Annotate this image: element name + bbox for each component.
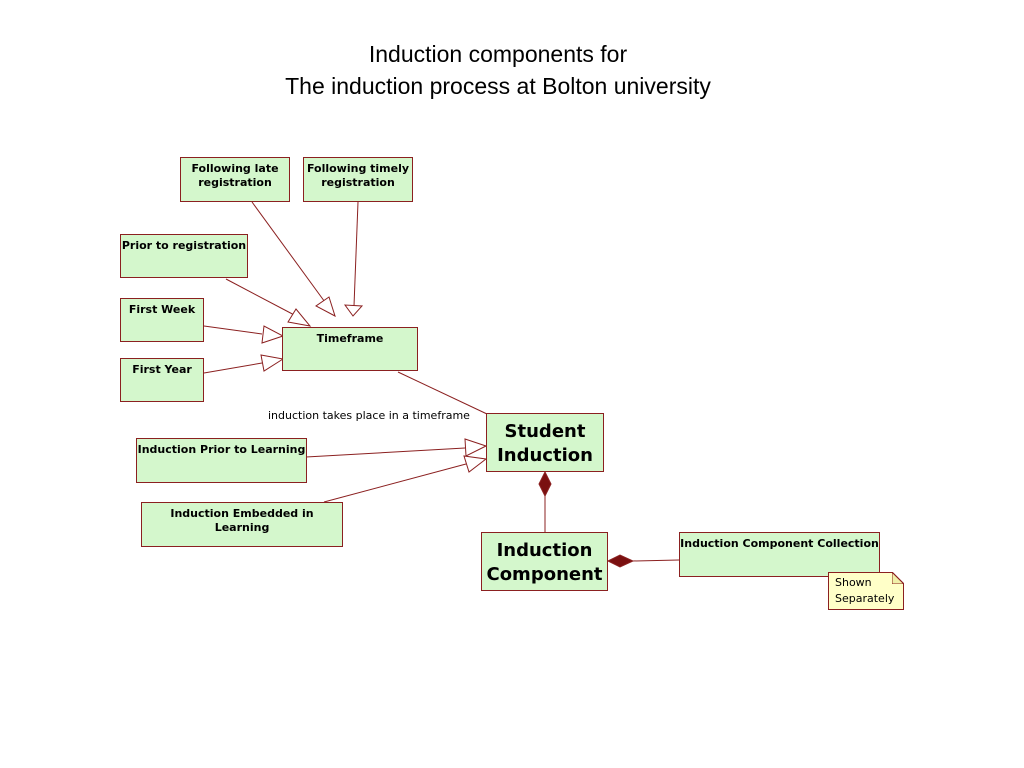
- composition-diamond-induction-component: [606, 554, 635, 568]
- box-induction-component-collection[interactable]: Induction Component Collection: [679, 532, 880, 577]
- note-shown-separately-text: Shown Separately: [835, 576, 895, 605]
- box-induction-embedded-in-learning-label: Induction Embedded in Learning: [170, 507, 314, 534]
- generalization-prior-to-learning: [305, 447, 466, 458]
- diagram-title: Induction components for The induction p…: [0, 38, 996, 102]
- box-prior-to-registration-label: Prior to registration: [121, 239, 247, 252]
- box-student-induction-label: Student Induction: [497, 421, 593, 466]
- box-following-late-registration-label: Following late registration: [191, 162, 279, 189]
- title-line-1: Induction components for: [368, 41, 628, 67]
- box-following-late-registration[interactable]: Following late registration: [180, 157, 290, 202]
- box-induction-component[interactable]: Induction Component: [481, 532, 608, 591]
- generalization-arrowhead-prior-registration: [287, 308, 312, 327]
- box-first-year-label: First Year: [132, 363, 192, 376]
- generalization-late-registration: [251, 201, 331, 310]
- generalization-embedded-in-learning: [323, 463, 467, 503]
- generalization-arrowhead-first-week: [261, 325, 285, 344]
- note-shown-separately[interactable]: Shown Separately: [828, 572, 904, 610]
- box-following-timely-registration-label: Following timely registration: [306, 162, 410, 189]
- generalization-timely-registration: [353, 201, 359, 307]
- generalization-first-year: [203, 362, 263, 374]
- box-student-induction[interactable]: Student Induction: [486, 413, 604, 472]
- association-label: induction takes place in a timeframe: [268, 409, 470, 422]
- box-first-year[interactable]: First Year: [120, 358, 204, 402]
- box-following-timely-registration[interactable]: Following timely registration: [303, 157, 413, 202]
- box-first-week[interactable]: First Week: [120, 298, 204, 342]
- box-timeframe-label: Timeframe: [316, 332, 384, 345]
- association-timeframe-student-induction: [397, 371, 488, 415]
- box-induction-prior-to-learning-label: Induction Prior to Learning: [137, 443, 306, 456]
- box-timeframe[interactable]: Timeframe: [282, 327, 418, 371]
- box-first-week-label: First Week: [128, 303, 196, 316]
- generalization-arrowhead-embedded-in-learning: [463, 455, 488, 473]
- generalization-arrowhead-prior-to-learning: [464, 438, 488, 457]
- generalization-arrowhead-first-year: [260, 354, 285, 372]
- box-induction-component-label: Induction Component: [486, 540, 603, 585]
- composition-diamond-student-induction: [538, 470, 552, 498]
- title-line-2: The induction process at Bolton universi…: [285, 73, 711, 99]
- composition-collection-component: [632, 559, 680, 562]
- generalization-arrowhead-timely-registration: [343, 304, 364, 317]
- box-induction-component-collection-label: Induction Component Collection: [680, 537, 879, 550]
- generalization-arrowhead-late-registration: [315, 296, 336, 318]
- box-prior-to-registration[interactable]: Prior to registration: [120, 234, 248, 278]
- generalization-prior-registration: [225, 278, 301, 319]
- note-fold-corner: [892, 572, 904, 584]
- box-induction-prior-to-learning[interactable]: Induction Prior to Learning: [136, 438, 307, 483]
- generalization-first-week: [203, 325, 263, 335]
- box-induction-embedded-in-learning[interactable]: Induction Embedded in Learning: [141, 502, 343, 547]
